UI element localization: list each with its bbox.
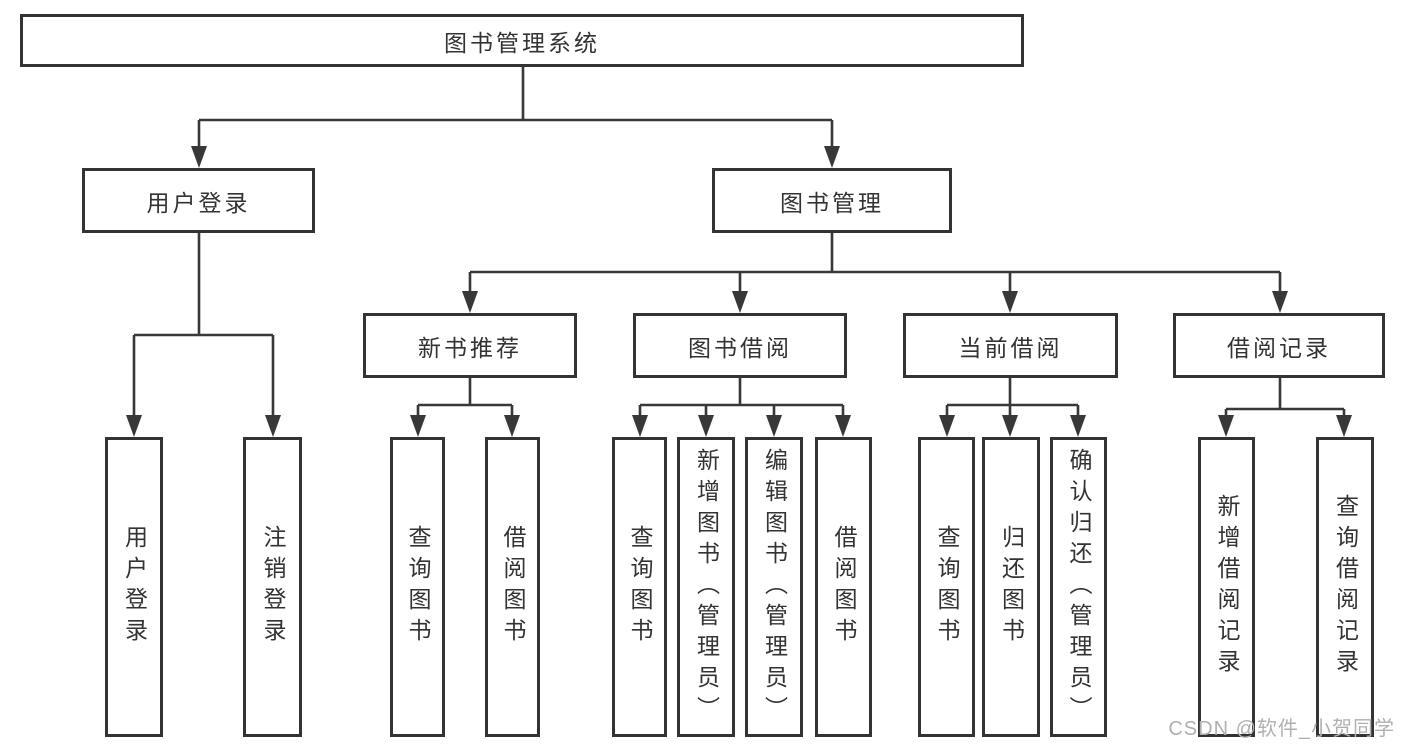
node-book-borrow: 图书借阅 bbox=[633, 313, 847, 378]
leaf-return-books: 归还图书 bbox=[982, 437, 1040, 737]
node-current-borrow: 当前借阅 bbox=[903, 313, 1118, 378]
leaf-query-books-borrow: 查询图书 bbox=[612, 437, 667, 737]
connector-paths bbox=[132, 67, 1346, 417]
node-book-management: 图书管理 bbox=[712, 168, 952, 233]
node-new-book-recommend: 新书推荐 bbox=[363, 313, 577, 378]
leaf-borrow-books-recommend: 借阅图书 bbox=[485, 437, 540, 737]
node-user-login: 用户登录 bbox=[82, 168, 315, 233]
leaf-edit-book-admin: 编辑图书（管理员） bbox=[745, 437, 803, 737]
leaf-user-login: 用户登录 bbox=[105, 437, 163, 737]
node-borrow-records: 借阅记录 bbox=[1173, 313, 1385, 378]
leaf-query-borrow-record: 查询借阅记录 bbox=[1316, 437, 1374, 737]
watermark: CSDN @软件_小贺同学 bbox=[1168, 718, 1395, 740]
leaf-add-borrow-record: 新增借阅记录 bbox=[1198, 437, 1255, 737]
arrowheads bbox=[126, 146, 1352, 437]
node-library-system: 图书管理系统 bbox=[20, 14, 1024, 67]
leaf-confirm-return-admin: 确认归还（管理员） bbox=[1050, 437, 1107, 737]
leaf-add-book-admin: 新增图书（管理员） bbox=[677, 437, 735, 737]
leaf-query-books-recommend: 查询图书 bbox=[390, 437, 445, 737]
leaf-borrow-books: 借阅图书 bbox=[815, 437, 872, 737]
leaf-query-books-current: 查询图书 bbox=[918, 437, 975, 737]
leaf-logout: 注销登录 bbox=[243, 437, 302, 737]
